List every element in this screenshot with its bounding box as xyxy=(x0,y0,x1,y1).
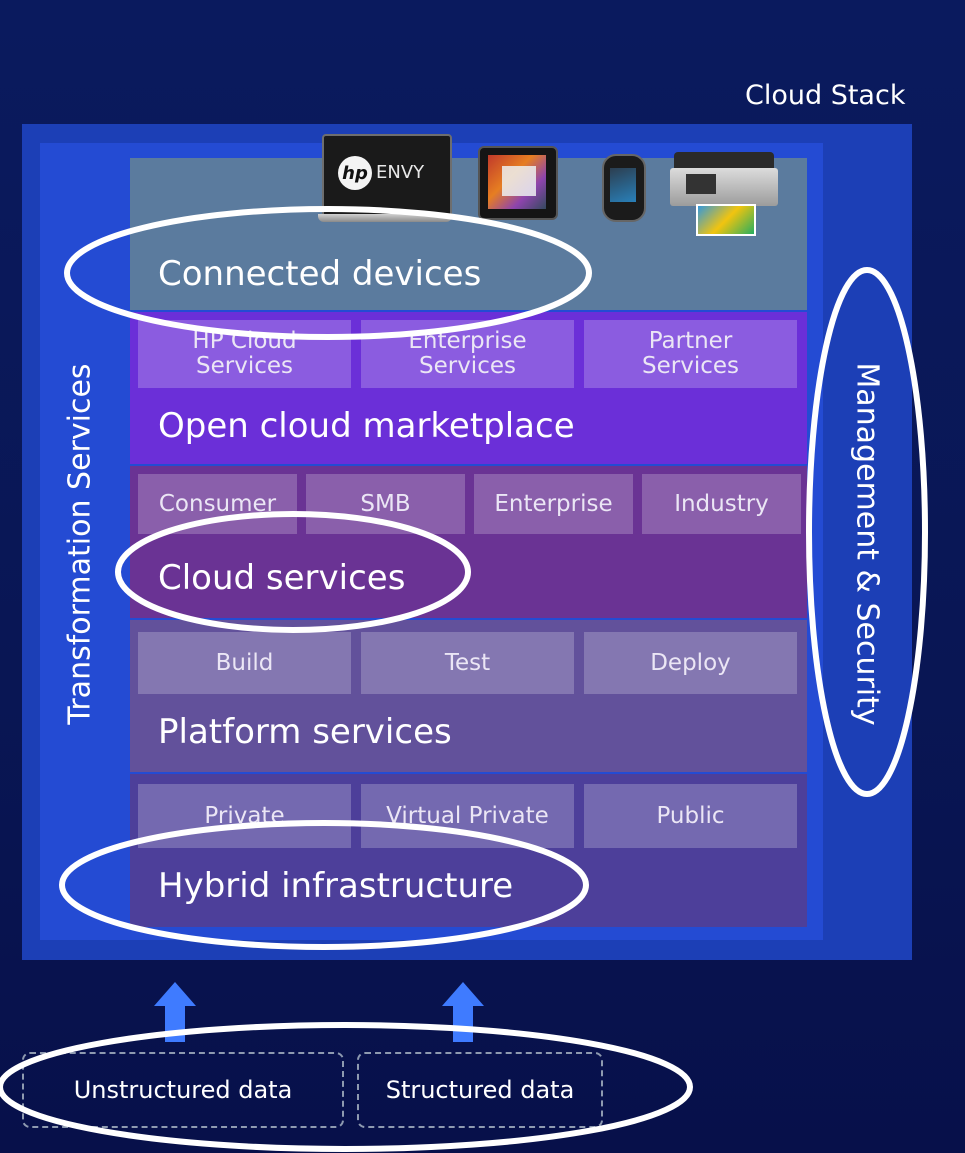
layer-label-platform-services: Platform services xyxy=(158,712,452,752)
sub-build: Build xyxy=(138,632,351,694)
highlight-hybrid-infrastructure xyxy=(59,820,589,950)
layer-platform-services: Build Test Deploy Platform services xyxy=(130,620,807,772)
laptop-icon: hp ENVY xyxy=(318,134,452,224)
laptop-brand-text: ENVY xyxy=(376,162,425,183)
highlight-cloud-services xyxy=(115,511,471,633)
layer-label-hybrid-infrastructure: Hybrid infrastructure xyxy=(158,866,514,906)
layer-label-connected-devices: Connected devices xyxy=(158,254,482,294)
sub-enterprise: Enterprise xyxy=(474,474,633,534)
arrow-up-icon xyxy=(154,982,196,1042)
highlight-management-security xyxy=(806,267,928,797)
phone-icon xyxy=(602,154,646,222)
highlight-connected-devices xyxy=(64,206,592,340)
data-source-structured: Structured data xyxy=(357,1052,603,1128)
layer-label-open-cloud-marketplace: Open cloud marketplace xyxy=(158,406,575,446)
layer-label-cloud-services: Cloud services xyxy=(158,558,406,598)
cloud-stack-title: Cloud Stack xyxy=(745,80,906,111)
data-source-unstructured: Unstructured data xyxy=(22,1052,344,1128)
layer-cloud-services: Consumer SMB Enterprise Industry Cloud s… xyxy=(130,466,807,618)
layer-connected-devices: Connected devices hp ENVY xyxy=(130,134,807,310)
sub-virtual-private: Virtual Private xyxy=(361,784,574,848)
layer-open-cloud-marketplace: HP Cloud Services Enterprise Services Pa… xyxy=(130,312,807,464)
printer-icon xyxy=(670,152,780,238)
sub-industry: Industry xyxy=(642,474,801,534)
arrow-up-icon xyxy=(442,982,484,1042)
sub-test: Test xyxy=(361,632,574,694)
sub-public: Public xyxy=(584,784,797,848)
sub-deploy: Deploy xyxy=(584,632,797,694)
layer-hybrid-infrastructure: Private Virtual Private Public Hybrid in… xyxy=(130,774,807,927)
tablet-icon xyxy=(478,146,558,220)
sub-consumer: Consumer xyxy=(138,474,297,534)
highlight-data-sources xyxy=(0,1022,693,1152)
sub-partner-services: Partner Services xyxy=(584,320,797,388)
